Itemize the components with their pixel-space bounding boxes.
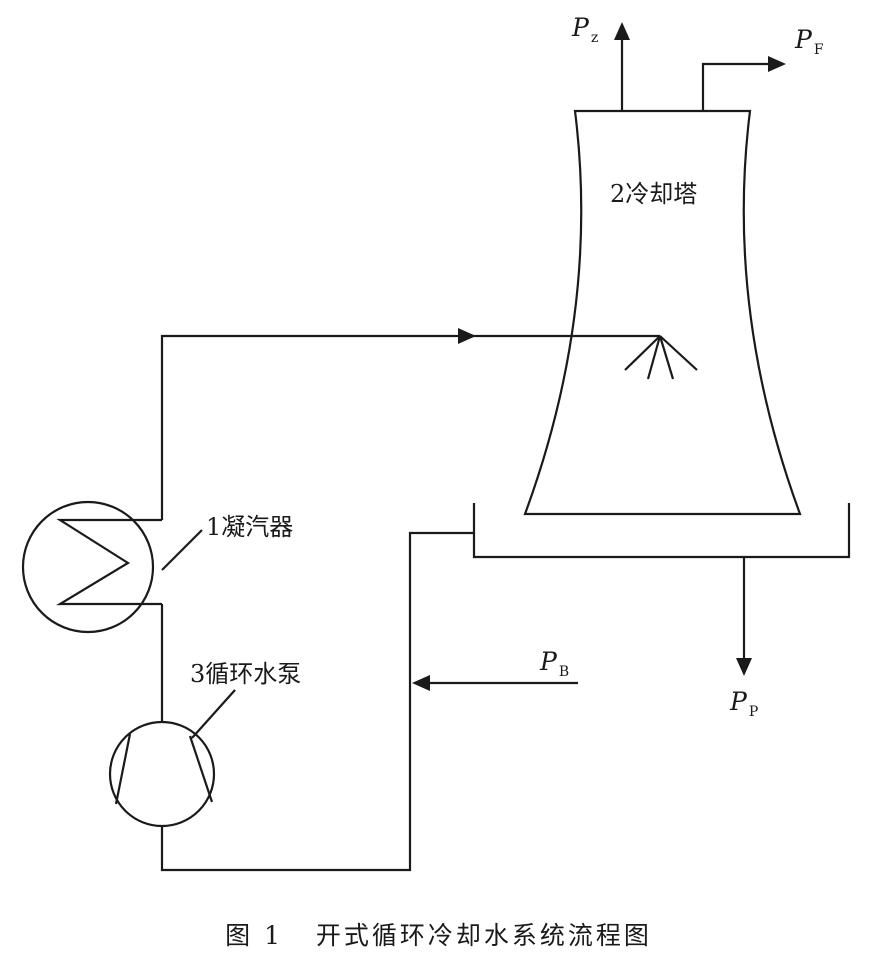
tower-basin: [472, 503, 851, 559]
cooling-tower-body: [523, 109, 802, 516]
cold-water-return-line: [160, 531, 474, 872]
pump-blades: [114, 733, 214, 805]
pf-outlet-arrow: [701, 62, 780, 111]
pump-circle: [108, 720, 216, 828]
cooling-tower-label: 2冷却塔: [610, 180, 697, 208]
figure-caption: 图 1 开式循环冷却水系统流程图: [0, 916, 877, 952]
condenser-circle: [21, 500, 155, 634]
spray-nozzle: [624, 335, 698, 380]
pump-label-leader: [191, 689, 236, 739]
hot-water-supply-line: [160, 334, 660, 520]
pp-arrowhead: [736, 658, 752, 676]
pf-arrowhead: [768, 56, 786, 72]
pump-label: 3循环水泵: [190, 660, 301, 688]
supply-arrowhead: [458, 328, 476, 344]
pb-arrowhead: [412, 675, 430, 691]
condenser-coil: [56, 518, 162, 606]
condenser-label-leader: [161, 529, 203, 571]
condenser-label: 1凝汽器: [206, 513, 293, 541]
figure-title: 开式循环冷却水系统流程图: [315, 921, 652, 950]
pz-arrowhead: [614, 22, 630, 40]
figure-number: 图 1: [225, 921, 283, 950]
